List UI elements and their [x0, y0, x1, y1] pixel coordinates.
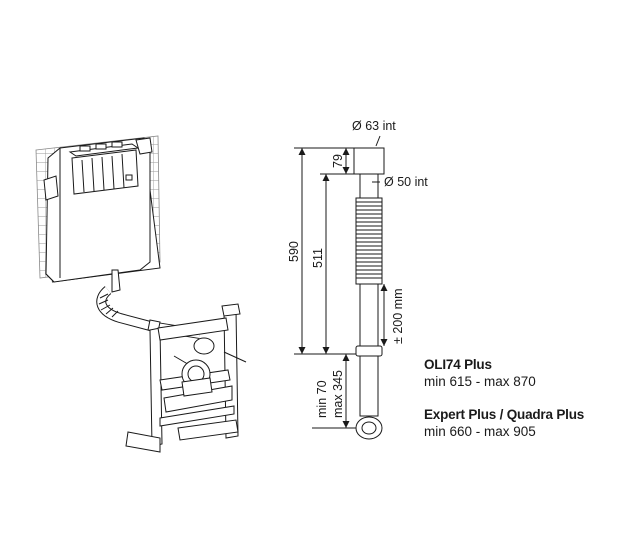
- pipe-neck: [359, 173, 379, 199]
- pipe-drawing: Ø 63 int Ø 50 int 590 511 79 ± 200 mm mi…: [287, 119, 428, 440]
- frame-illustration: [35, 135, 247, 453]
- cistern: [43, 137, 153, 283]
- dim-adjust-range: ± 200 mm: [391, 289, 405, 345]
- model-name: OLI74 Plus: [424, 357, 492, 372]
- support-frame: [125, 303, 247, 453]
- dim-min-label: min 70: [315, 380, 329, 418]
- model-oli74-plus: OLI74 Plus min 615 - max 870: [424, 356, 536, 390]
- pipe-corrugated-section: [355, 197, 383, 285]
- dim-top-diameter: Ø 63 int: [352, 119, 396, 133]
- pipe-bottom-section: [359, 355, 379, 417]
- model-range: min 615 - max 870: [424, 374, 536, 389]
- model-range: min 660 - max 905: [424, 424, 536, 439]
- dim-max-label: max 345: [331, 370, 345, 418]
- dim-body-length: 511: [311, 248, 325, 268]
- pipe-joint-collar: [355, 345, 383, 357]
- pipe-top-collar: [353, 147, 385, 175]
- model-name: Expert Plus / Quadra Plus: [424, 407, 585, 422]
- dim-total-length: 590: [287, 241, 301, 262]
- pipe-lower-section: [359, 283, 379, 347]
- dim-mid-diameter: Ø 50 int: [384, 175, 428, 189]
- pipe-corrugations: [356, 201, 382, 279]
- model-expert-quadra-plus: Expert Plus / Quadra Plus min 660 - max …: [424, 406, 584, 440]
- dim-top-section: 79: [331, 154, 345, 168]
